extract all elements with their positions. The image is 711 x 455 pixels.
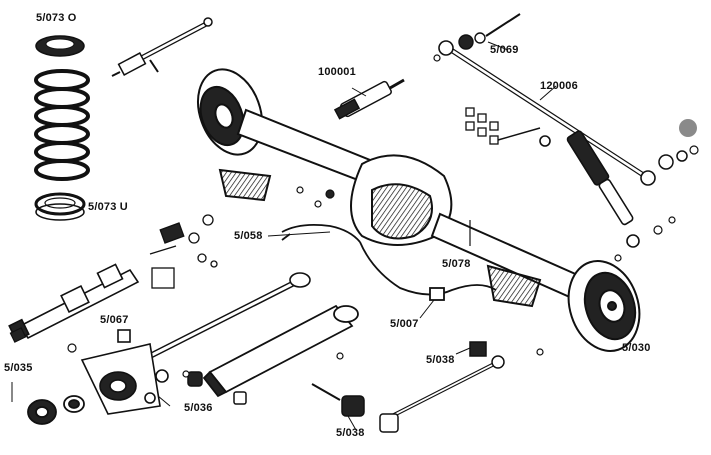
hardware-set-top [465, 107, 541, 145]
coil-spring [34, 69, 90, 181]
torque-tube [202, 304, 359, 398]
label-spring-bottom-seat: 5/073 U [88, 201, 128, 213]
label-spring-top-seat: 5/073 O [36, 12, 77, 24]
spring-bottom-seat [34, 192, 86, 221]
rear-shock-absorber [539, 130, 640, 248]
panhard-rod [433, 13, 699, 186]
leader-lines [11, 41, 557, 431]
label-center-bearing: 5/036 [184, 402, 213, 414]
spring-top-seat [35, 35, 85, 57]
label-clamp-lower: 5/007 [390, 318, 419, 330]
lower-link [387, 341, 505, 420]
upper-link-rod [111, 17, 213, 77]
coupling-left [27, 395, 85, 425]
fasteners-misc [9, 186, 676, 378]
universal-joint-parts [149, 214, 218, 289]
label-propshaft-flange: 5/067 [100, 314, 129, 326]
label-drum: 5/030 [622, 342, 651, 354]
label-bracket-top-right: 5/069 [490, 44, 519, 56]
label-bushing-mid: 5/038 [426, 354, 455, 366]
label-brake-line: 5/058 [234, 230, 263, 242]
label-bushing-bottom: 5/038 [336, 427, 365, 439]
marker-dot [679, 119, 697, 137]
center-bearing-mount [80, 329, 169, 415]
small-bushings-center [187, 371, 247, 405]
drive-rod-upper [148, 272, 311, 359]
propshaft [8, 263, 140, 342]
label-panhard-rod: 120006 [540, 80, 578, 92]
label-coupling-left: 5/035 [4, 362, 33, 374]
axle-housing [197, 68, 641, 352]
label-shock-absorber: 100001 [318, 66, 356, 78]
shock-absorber-upper [333, 78, 405, 120]
brake-line-left [281, 223, 361, 243]
bushing-bottom [311, 383, 399, 433]
brake-line-right [359, 241, 497, 301]
label-brake-hose: 5/078 [442, 258, 471, 270]
